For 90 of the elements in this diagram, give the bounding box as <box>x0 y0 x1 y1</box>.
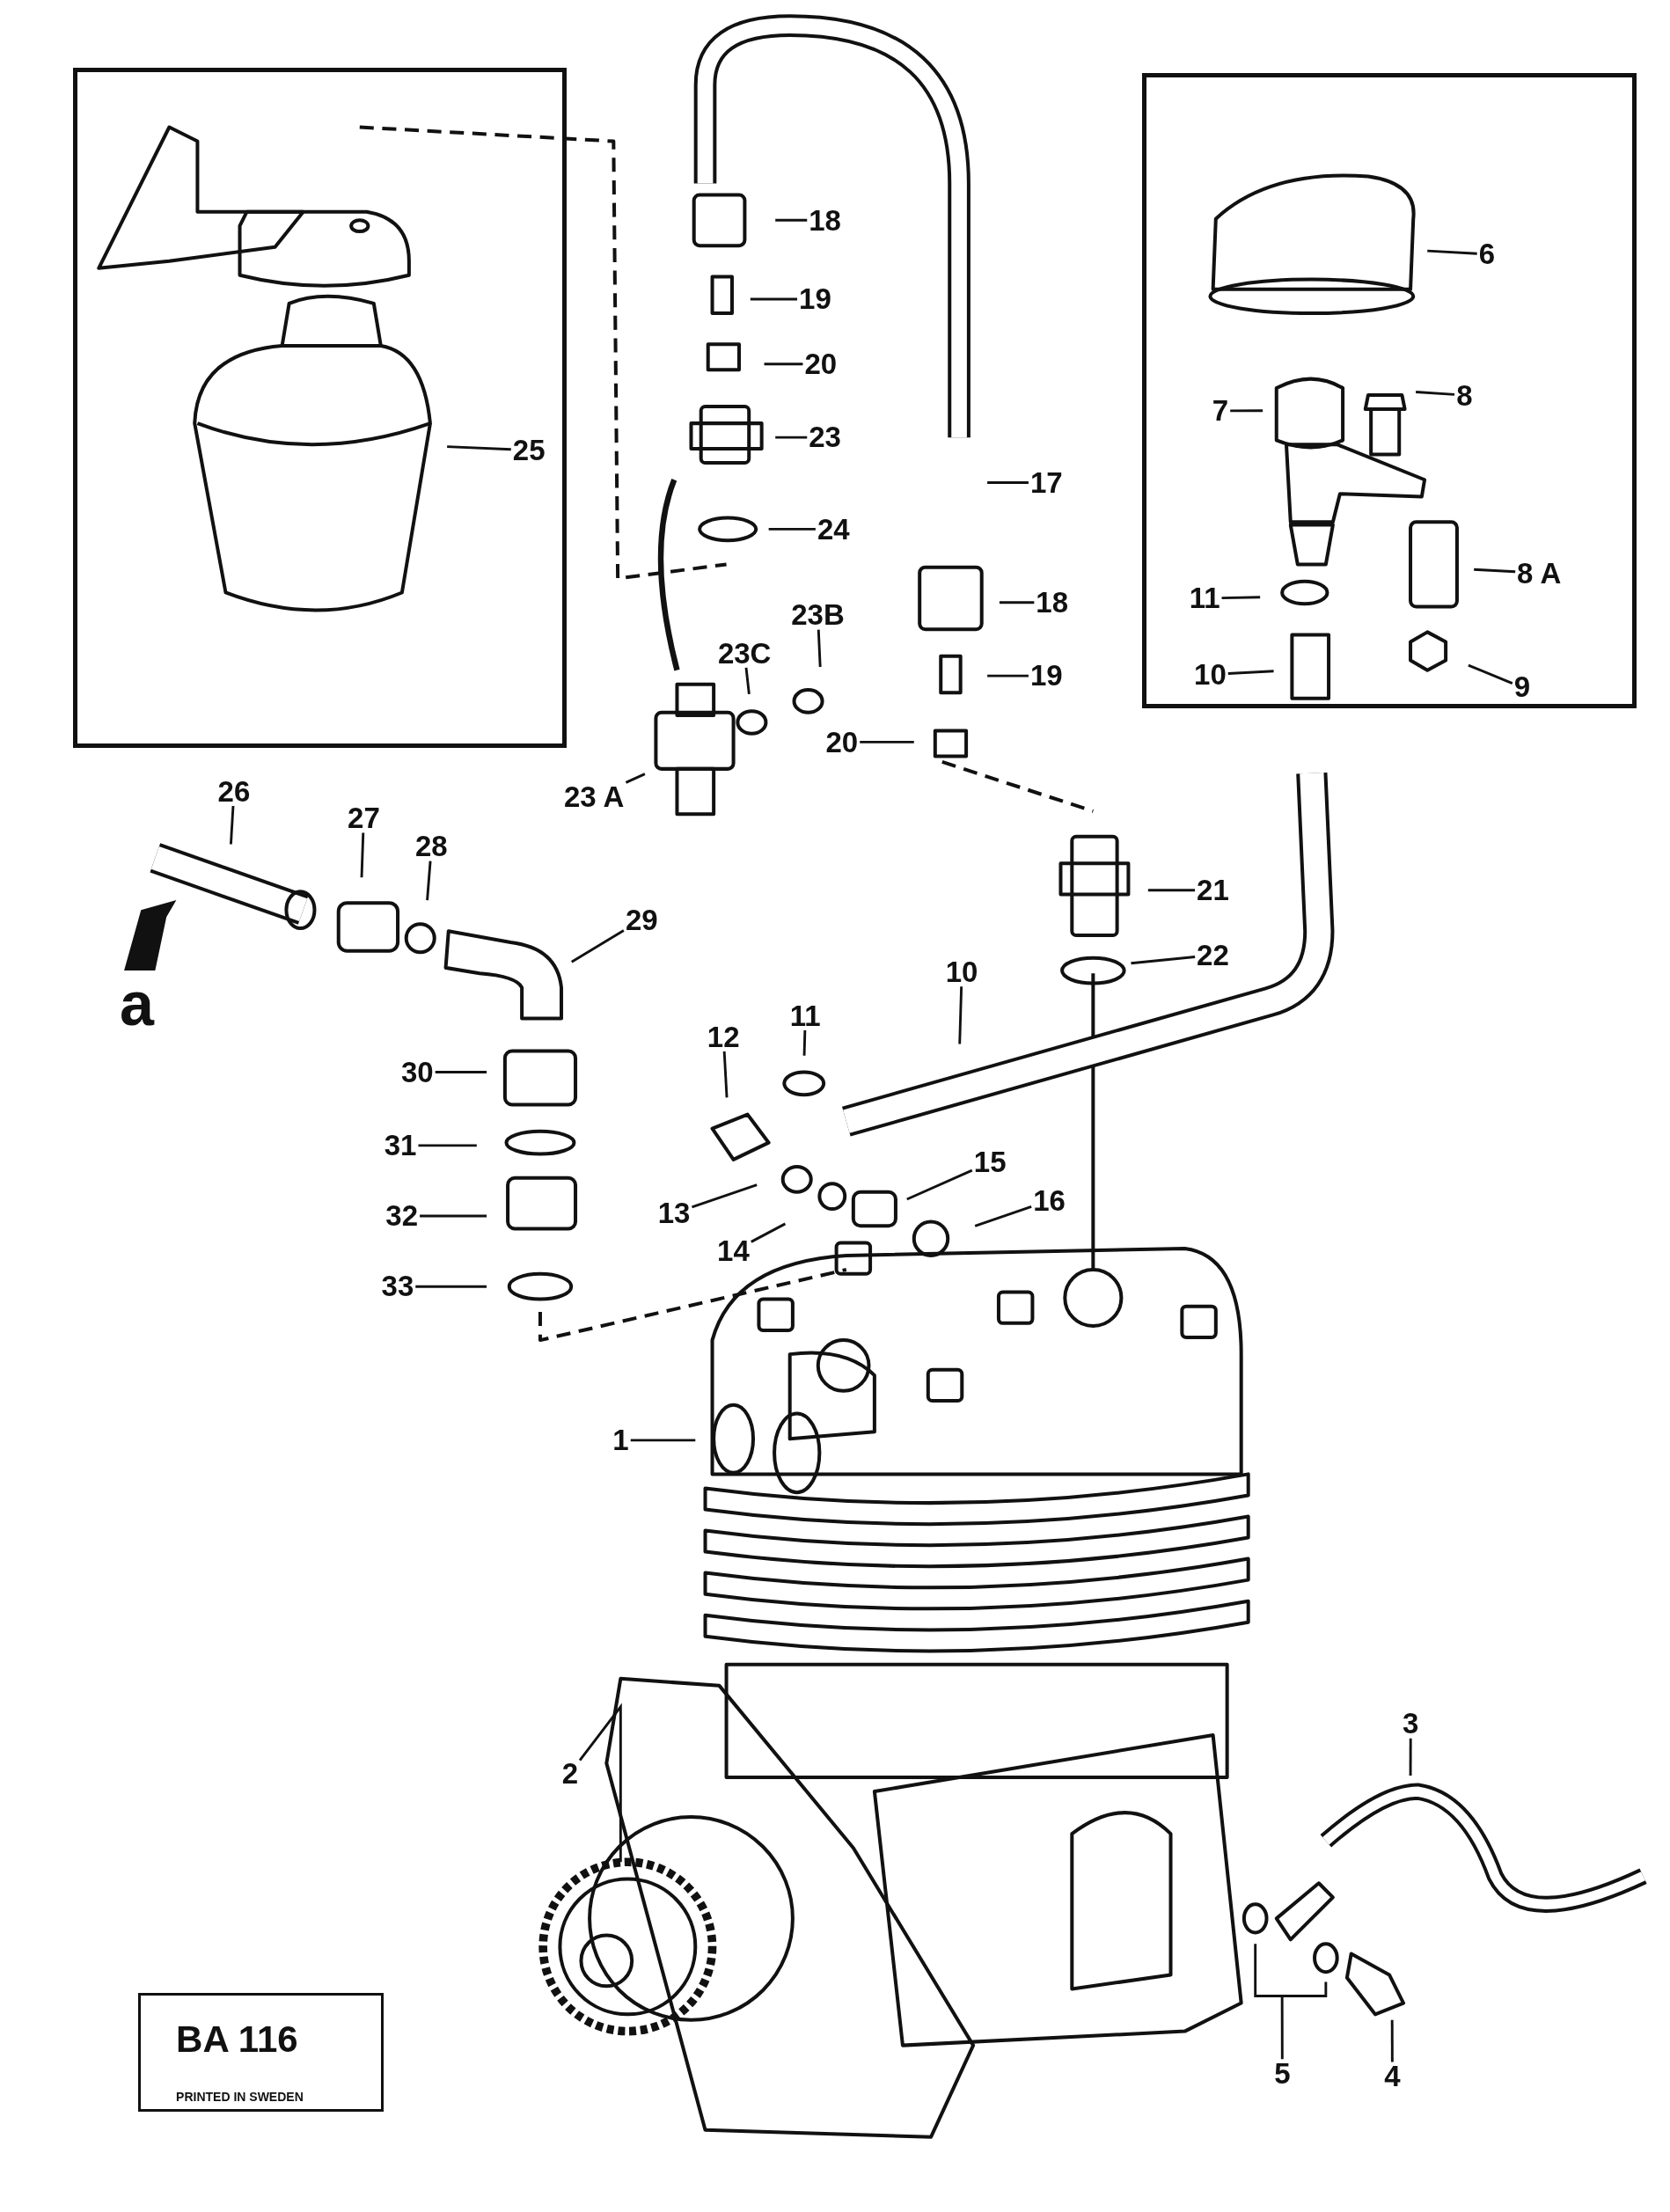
callout-number: 30 <box>399 1057 436 1087</box>
callout-number: 19 <box>1028 661 1065 691</box>
leader-line <box>906 1168 973 1201</box>
leader-line <box>229 805 235 845</box>
callout-number: 18 <box>807 205 843 235</box>
leader-line <box>860 740 914 743</box>
callout-number: 7 <box>1210 396 1231 426</box>
callout-number: 20 <box>802 349 839 379</box>
leader-line <box>802 1029 807 1056</box>
leader-line <box>426 861 432 901</box>
callout-number: 22 <box>1195 940 1231 970</box>
leader-line <box>447 445 511 451</box>
leader-line <box>750 297 798 301</box>
leader-line <box>1230 409 1263 413</box>
callout-number: 20 <box>824 727 861 757</box>
callout-number: 13 <box>656 1198 692 1228</box>
callout-number: 2 <box>560 1758 580 1788</box>
leader-line <box>768 527 816 531</box>
callout-number: 4 <box>1382 2062 1403 2091</box>
callout-number: 11 <box>1187 583 1222 613</box>
callout-number: 26 <box>216 776 253 806</box>
leader-line <box>999 601 1035 604</box>
leader-line <box>987 481 1029 484</box>
leader-line <box>1131 956 1196 965</box>
callout-number: 17 <box>1028 467 1065 497</box>
callout-number: 18 <box>1034 588 1071 617</box>
leader-line <box>722 1051 729 1098</box>
callout-number: 3 <box>1401 1709 1421 1739</box>
callout-number: 8 <box>1454 380 1475 410</box>
callout-number: 8 A <box>1515 558 1564 588</box>
leader-line <box>1409 1738 1412 1776</box>
leader-line <box>764 363 803 366</box>
callout-number: 28 <box>414 831 450 861</box>
callout-number: 23C <box>715 638 773 668</box>
callout-number: 23 A <box>561 782 626 812</box>
leader-line <box>1227 670 1274 675</box>
leader-line <box>435 1071 487 1073</box>
leader-line <box>1468 663 1513 685</box>
callout-number: 11 <box>787 1000 823 1030</box>
callout-number: 21 <box>1195 875 1231 905</box>
leader-line <box>1390 2019 1394 2062</box>
callout-number: 16 <box>1031 1185 1067 1215</box>
callout-number: 19 <box>797 284 833 314</box>
callout-number: 6 <box>1476 239 1498 269</box>
leader-line <box>817 629 822 668</box>
leader-line <box>1221 596 1261 600</box>
callout-number: 23B <box>789 600 846 630</box>
leader-line <box>418 1144 477 1147</box>
leader-line <box>775 218 808 222</box>
leader-line <box>570 929 625 963</box>
leader-line <box>1427 249 1477 255</box>
inset-frame <box>73 67 568 748</box>
callout-number: 12 <box>705 1022 742 1051</box>
leader-line <box>775 436 808 439</box>
leader-line <box>744 667 751 695</box>
print-note: PRINTED IN SWEDEN <box>176 2090 304 2105</box>
leader-line <box>1147 889 1196 892</box>
callout-number: 27 <box>346 803 382 833</box>
callout-number: 9 <box>1512 672 1533 702</box>
callout-number: 33 <box>379 1271 416 1301</box>
leader-line <box>630 1439 696 1442</box>
leader-line <box>1416 391 1455 396</box>
callout-number: 14 <box>715 1236 751 1266</box>
callout-number: 32 <box>384 1201 421 1231</box>
view-letter: a <box>120 973 154 1036</box>
callout-number: 10 <box>1192 659 1228 689</box>
leader-line <box>987 674 1029 678</box>
leader-line <box>625 773 646 784</box>
callout-number: 10 <box>943 957 980 986</box>
leader-line <box>692 1183 758 1209</box>
leader-line <box>1254 1942 1328 2061</box>
leader-line <box>415 1285 487 1288</box>
leader-line <box>974 1205 1032 1227</box>
callout-number: 1 <box>611 1425 631 1455</box>
callout-number: 15 <box>971 1147 1008 1177</box>
leader-line <box>958 986 963 1044</box>
inset-frame <box>1142 73 1637 708</box>
callout-number: 5 <box>1272 2058 1293 2088</box>
callout-number: 31 <box>382 1131 419 1161</box>
leader-line <box>578 1703 622 1863</box>
callout-number: 23 <box>807 422 843 452</box>
leader-line <box>751 1222 787 1243</box>
callout-number: 29 <box>623 905 660 934</box>
leader-line <box>360 832 365 878</box>
drawing-number: BA 116 <box>176 2018 298 2062</box>
title-block <box>138 1993 384 2112</box>
leader-line <box>420 1214 487 1218</box>
callout-number: 24 <box>815 514 852 544</box>
leader-line <box>1474 568 1516 574</box>
callout-number: 25 <box>510 436 547 465</box>
